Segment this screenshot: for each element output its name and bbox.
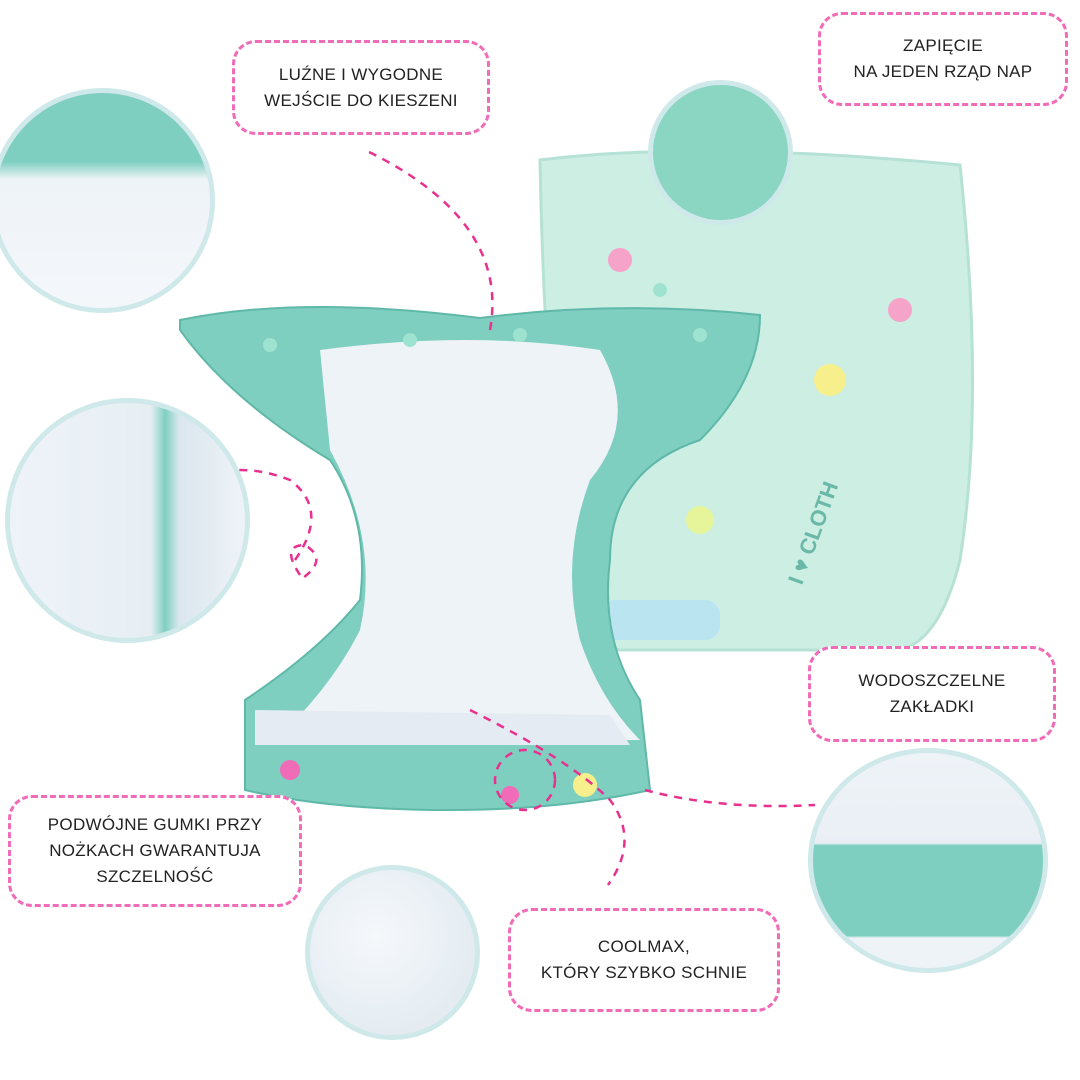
callout-text: PODWÓJNE GUMKI PRZY <box>47 815 263 834</box>
callout-text: SZCZELNOŚĆ <box>96 867 214 886</box>
callout-text: LUŹNE I WYGODNE <box>278 64 444 84</box>
callout-text: COOLMAX, <box>597 937 691 956</box>
callout-text: ZAKŁADKI <box>889 697 975 716</box>
detail-waterproof-tabs <box>808 748 1048 973</box>
open-diaper-image <box>179 306 762 812</box>
callout-waterproof-tabs: WODOSZCZELNE ZAKŁADKI <box>808 646 1056 742</box>
callout-double-elastics: PODWÓJNE GUMKI PRZY NOŻKACH GWARANTUJA SZC… <box>8 795 302 907</box>
callout-text: WODOSZCZELNE <box>858 671 1006 690</box>
callout-text: NOŻKACH GWARANTUJA <box>49 841 261 860</box>
callout-text: WEJŚCIE DO KIESZENI <box>264 90 458 110</box>
detail-coolmax-fabric <box>305 865 480 1040</box>
callout-text: KTÓRY SZYBKO SCHNIE <box>540 963 748 982</box>
detail-snaps <box>648 80 793 225</box>
callout-pocket-entry: LUŹNE I WYGODNE WEJŚCIE DO KIESZENI <box>232 40 490 135</box>
callout-text: NA JEDEN RZĄD NAP <box>853 62 1033 81</box>
detail-pocket-opening <box>0 88 215 313</box>
callout-coolmax: COOLMAX, KTÓRY SZYBKO SCHNIE <box>508 908 780 1012</box>
detail-leg-elastics <box>5 398 250 643</box>
callout-snap-closure: ZAPIĘCIE NA JEDEN RZĄD NAP <box>818 12 1068 106</box>
callout-arrows <box>189 148 816 886</box>
callout-text: ZAPIĘCIE <box>903 36 983 55</box>
